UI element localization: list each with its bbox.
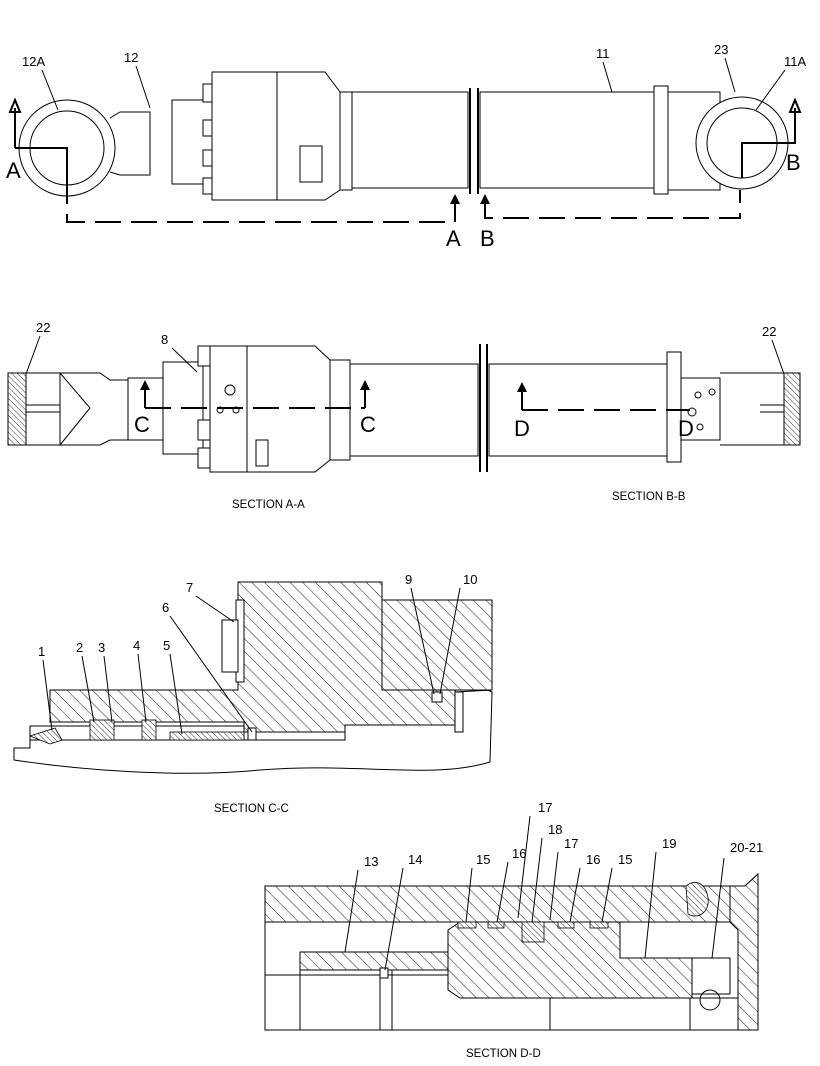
cylinder-top-view: A B A B 12A 12 11 23 11A <box>6 42 806 251</box>
callout-7: 7 <box>186 580 193 595</box>
callout-19: 19 <box>662 836 676 851</box>
callout-18: 18 <box>548 822 562 837</box>
caption-section-c-c: SECTION C-C <box>214 803 289 815</box>
seal-4 <box>141 719 157 741</box>
callout-20-21: 20-21 <box>730 840 763 855</box>
callout-15: 15 <box>618 852 632 867</box>
head-ring <box>329 359 351 461</box>
ring-15 <box>457 921 477 929</box>
marker-a: A <box>6 158 21 183</box>
cap-block <box>680 377 721 441</box>
callout-17: 17 <box>564 836 578 851</box>
callout-1: 1 <box>38 644 45 659</box>
nut-14 <box>379 967 389 979</box>
section-cc-view: 1 2 3 4 5 6 7 9 10 SECTION C-C <box>13 572 493 815</box>
piston-19 <box>447 921 693 999</box>
callout-3: 3 <box>98 640 105 655</box>
bolt-head <box>197 447 211 469</box>
ring-16 <box>557 921 575 929</box>
callout-23: 23 <box>714 42 728 57</box>
gland-flange <box>171 99 213 185</box>
callout-15: 15 <box>476 852 490 867</box>
caption-section-b-b: SECTION B-B <box>612 491 686 503</box>
callout-9: 9 <box>405 572 412 587</box>
rod-13 <box>299 951 449 971</box>
head-port <box>255 439 269 467</box>
callout-12a: 12A <box>22 54 45 69</box>
bearing-right <box>783 372 801 446</box>
head-port <box>299 145 323 183</box>
seal-6 <box>247 727 257 741</box>
seal-2-3 <box>89 719 115 741</box>
end-flange <box>653 85 669 195</box>
barrel-left <box>349 363 479 457</box>
caption-section-d-d: SECTION D-D <box>466 1048 541 1060</box>
callout-2: 2 <box>76 640 83 655</box>
marker-c: C <box>360 412 376 437</box>
callout-13: 13 <box>364 854 378 869</box>
callout-14: 14 <box>408 852 422 867</box>
ring-15 <box>589 921 609 929</box>
marker-b: B <box>480 226 495 251</box>
caption-section-a-a: SECTION A-A <box>232 499 305 511</box>
marker-b: B <box>786 150 801 175</box>
seal-18 <box>521 921 545 943</box>
callout-11a: 11A <box>784 54 806 69</box>
barrel-section-cc <box>381 599 493 691</box>
bolt-head <box>197 419 211 441</box>
callout-12: 12 <box>124 50 138 65</box>
barrel-left <box>351 91 469 189</box>
callout-16: 16 <box>512 846 526 861</box>
callout-5: 5 <box>163 638 170 653</box>
ring-9-10 <box>431 691 443 703</box>
callout-4: 4 <box>133 638 140 653</box>
barrel-right <box>479 91 656 189</box>
section-ab-view: C C D D 22 8 22 SECTION A-A SECTION B-B <box>7 320 801 511</box>
cap-section-dd <box>729 872 759 1031</box>
nut-20-21 <box>691 957 731 995</box>
marker-d: D <box>514 416 530 441</box>
section-dd-view: 13 14 15 16 17 18 17 16 15 19 20-21 SECT… <box>264 800 763 1060</box>
head-ring <box>339 91 353 191</box>
callout-22: 22 <box>36 320 50 335</box>
marker-d: D <box>678 416 694 441</box>
port-block <box>221 619 239 673</box>
wiper-1 <box>28 727 63 745</box>
weld-20-21 <box>685 882 709 917</box>
bearing-5 <box>169 731 245 741</box>
callout-8: 8 <box>161 332 168 347</box>
marker-c: C <box>134 412 150 437</box>
callout-11: 11 <box>596 46 610 61</box>
ring-16 <box>487 921 505 929</box>
head-lip <box>454 691 464 733</box>
bearing-left <box>7 372 27 446</box>
callout-6: 6 <box>162 600 169 615</box>
bolt-head <box>197 345 211 367</box>
callout-10: 10 <box>463 572 477 587</box>
marker-a: A <box>446 226 461 251</box>
callout-16: 16 <box>586 852 600 867</box>
callout-22: 22 <box>762 324 776 339</box>
callout-17: 17 <box>538 800 552 815</box>
rod-eye-section <box>59 372 129 446</box>
cap-flange <box>666 351 682 463</box>
